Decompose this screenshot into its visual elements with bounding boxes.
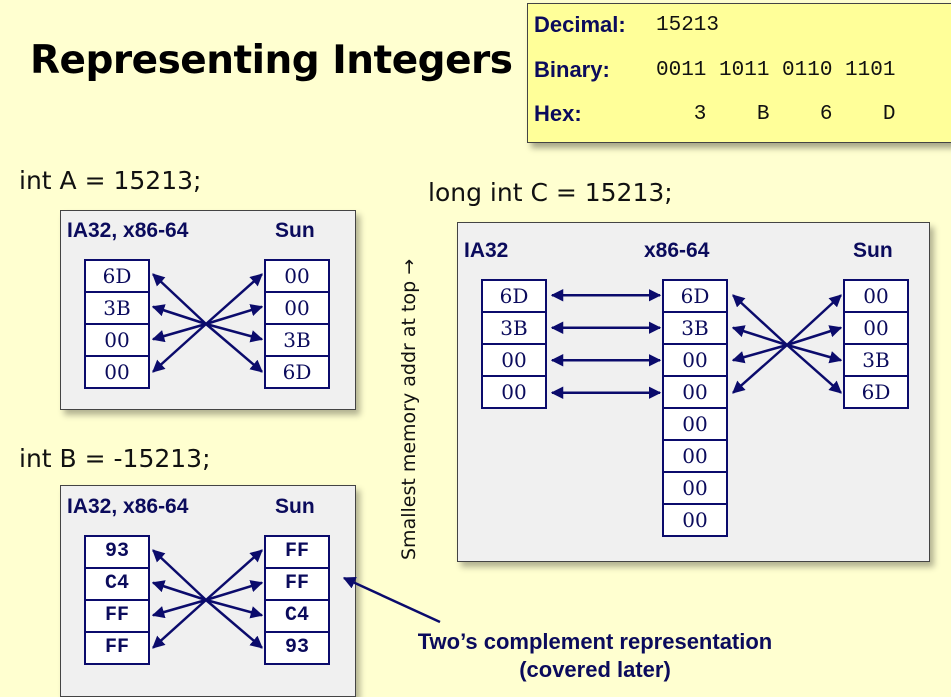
binary-value: 0011 1011 0110 1101 [656, 58, 896, 82]
slide-title: Representing Integers [30, 38, 513, 83]
long-c-ia32-bytes: 6D 3B 00 00 [481, 279, 547, 409]
byte-cell: 93 [84, 535, 150, 567]
memory-order-note: Smallest memory addr at top → [398, 258, 420, 560]
byte-cell: 6D [84, 259, 150, 291]
byte-cell: 00 [843, 279, 909, 311]
byte-cell: FF [264, 535, 330, 567]
byte-cell: 00 [662, 343, 728, 375]
byte-cell: 00 [662, 407, 728, 439]
byte-cell: 6D [264, 355, 330, 389]
byte-cell: 00 [481, 343, 547, 375]
binary-label: Binary: [534, 57, 610, 82]
byte-cell: 3B [843, 343, 909, 375]
binary-row: Binary: 0011 1011 0110 1101 [534, 55, 895, 85]
int-a-panel: IA32, x86-64 Sun 6D 3B 00 00 00 00 3B 6D [60, 210, 356, 410]
int-a-right-header: Sun [275, 219, 315, 242]
long-c-sun-header: Sun [853, 239, 893, 262]
byte-cell: 6D [843, 375, 909, 409]
decimal-row: Decimal: 15213 [534, 10, 719, 40]
byte-cell: FF [264, 567, 330, 599]
int-b-declaration: int B = -15213; [19, 444, 211, 473]
int-b-little-endian-bytes: 93 C4 FF FF [84, 535, 150, 665]
decimal-label: Decimal: [534, 12, 626, 37]
decimal-value: 15213 [656, 13, 720, 37]
byte-cell: 00 [843, 311, 909, 343]
byte-cell: 00 [662, 503, 728, 537]
int-b-big-endian-bytes: FF FF C4 93 [264, 535, 330, 665]
byte-cell: 00 [481, 375, 547, 409]
byte-cell: 00 [264, 259, 330, 291]
byte-cell: C4 [84, 567, 150, 599]
byte-cell: 00 [662, 439, 728, 471]
int-a-little-endian-bytes: 6D 3B 00 00 [84, 259, 150, 389]
annotation-pointer-arrow [342, 576, 441, 624]
byte-cell: 6D [662, 279, 728, 311]
hex-value: 3 B 6 D [656, 102, 896, 126]
int-b-right-header: Sun [275, 495, 315, 518]
byte-cell: 93 [264, 631, 330, 665]
long-c-x86-64-header: x86-64 [644, 239, 710, 262]
int-a-big-endian-bytes: 00 00 3B 6D [264, 259, 330, 389]
hex-label: Hex: [534, 101, 582, 126]
byte-cell: FF [84, 631, 150, 665]
byte-cell: C4 [264, 599, 330, 631]
long-c-sun-bytes: 00 00 3B 6D [843, 279, 909, 409]
byte-cell: 3B [481, 311, 547, 343]
covered-later-note: (covered later) [519, 657, 671, 682]
byte-cell: 00 [264, 291, 330, 323]
long-c-declaration: long int C = 15213; [428, 178, 673, 207]
int-a-left-header: IA32, x86-64 [67, 219, 189, 242]
byte-cell: 6D [481, 279, 547, 311]
byte-cell: 00 [84, 323, 150, 355]
int-b-panel: IA32, x86-64 Sun 93 C4 FF FF FF FF C4 93 [60, 485, 356, 697]
hex-row: Hex: 3 B 6 D [534, 99, 895, 129]
byte-cell: 00 [662, 375, 728, 407]
int-a-declaration: int A = 15213; [19, 166, 202, 195]
long-c-panel: IA32 x86-64 Sun 6D 3B 00 00 6D 3B 00 00 … [457, 222, 930, 562]
number-info-box: Decimal: 15213 Binary: 0011 1011 0110 11… [527, 3, 951, 143]
long-c-ia32-header: IA32 [464, 239, 509, 262]
byte-cell: 3B [264, 323, 330, 355]
byte-cell: 3B [662, 311, 728, 343]
long-c-x86-64-bytes: 6D 3B 00 00 00 00 00 00 [662, 279, 728, 537]
byte-cell: 00 [84, 355, 150, 389]
byte-cell: 3B [84, 291, 150, 323]
twos-complement-note: Two’s complement representation [417, 629, 773, 654]
byte-cell: 00 [662, 471, 728, 503]
byte-cell: FF [84, 599, 150, 631]
int-b-left-header: IA32, x86-64 [67, 495, 189, 518]
